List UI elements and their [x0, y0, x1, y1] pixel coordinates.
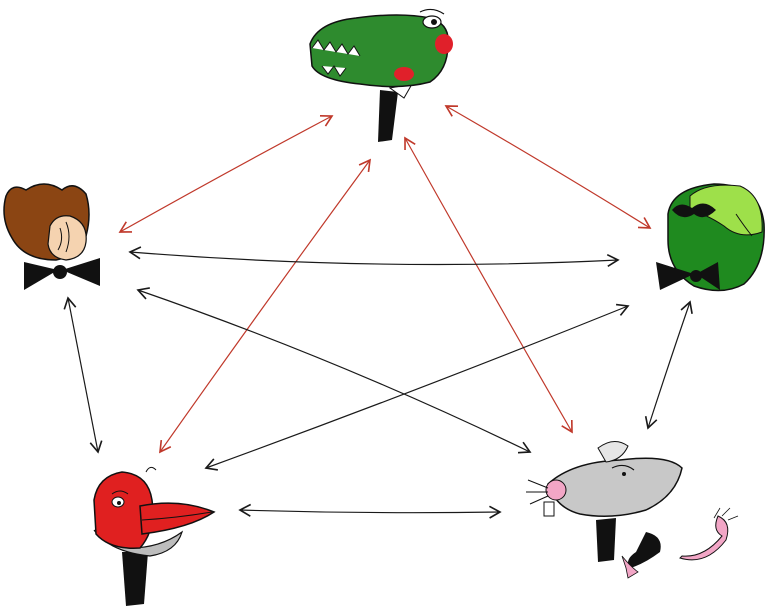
arrow-crocodile-rat: [404, 136, 573, 434]
arrow-frog-rat: [644, 300, 693, 430]
arrow-crocodile-bear: [118, 114, 334, 233]
red-arrows: [118, 105, 652, 454]
frog-character: [656, 183, 765, 292]
rat-character: [526, 441, 739, 579]
arrow-bear-bird: [63, 296, 103, 454]
bird-character: [93, 466, 216, 606]
bear-character: [3, 183, 100, 290]
arrow-crocodile-frog: [444, 105, 652, 229]
crocodile-character: [309, 8, 453, 142]
black-arrows: [63, 246, 693, 519]
arrow-bear-frog: [128, 246, 620, 268]
arrow-bird-rat: [238, 503, 502, 519]
arrow-frog-bird: [204, 303, 630, 471]
arrow-bear-rat: [136, 287, 532, 454]
arrow-crocodile-bird: [159, 158, 371, 454]
